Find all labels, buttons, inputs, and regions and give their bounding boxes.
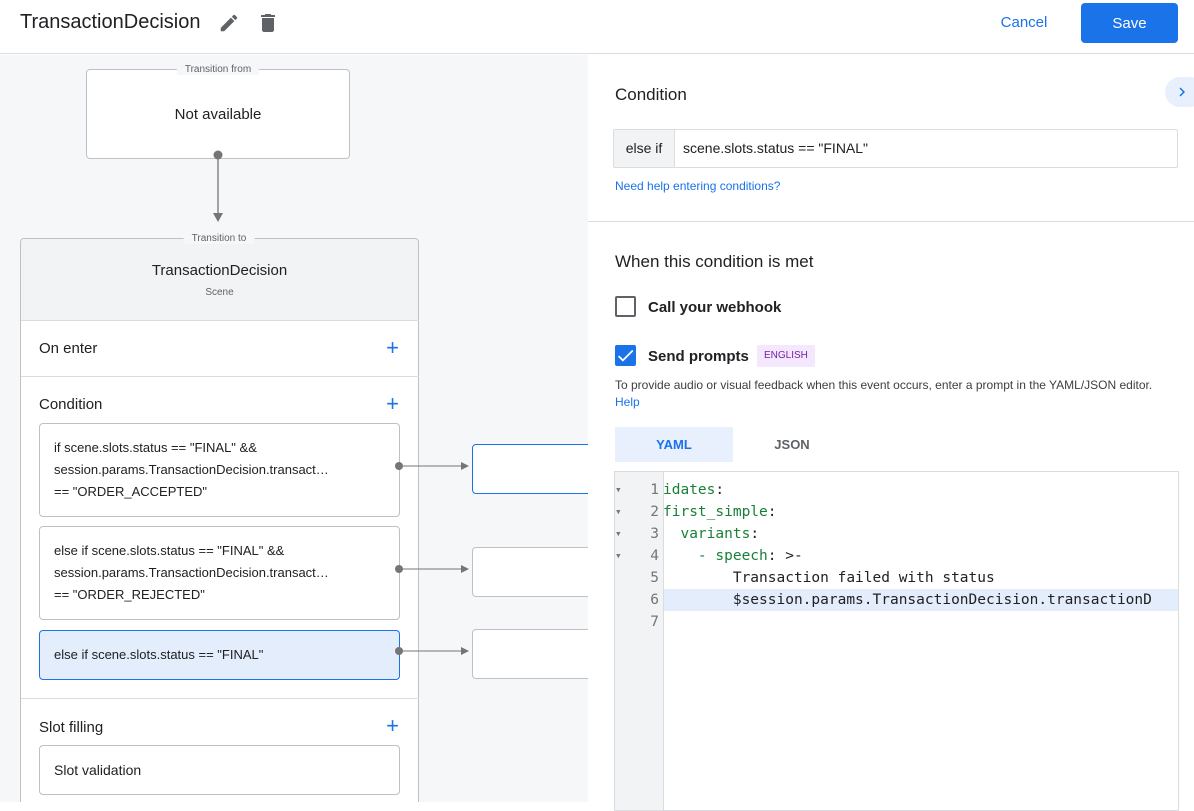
header: TransactionDecision Cancel Save [0, 0, 1194, 54]
line-number: 4 [650, 548, 659, 564]
condition-label: Condition [39, 396, 103, 413]
code-line: ▾ 3 variants: [615, 523, 1178, 545]
add-on-enter-icon[interactable]: + [386, 335, 399, 360]
fold-arrow-icon[interactable]: ▾ [615, 505, 622, 518]
prompt-description: To provide audio or visual feedback when… [615, 377, 1175, 411]
code-punct: : [767, 504, 777, 520]
trash-icon[interactable] [256, 11, 280, 35]
transition-arrow [213, 150, 223, 222]
code-punct: : [750, 526, 760, 542]
help-inline-link[interactable]: Help [615, 395, 640, 409]
condition-line: else if scene.slots.status == "FINAL" && [54, 543, 285, 558]
condition-panel: Condition else if scene.slots.status == … [588, 55, 1194, 811]
tab-yaml[interactable]: YAML [615, 427, 733, 462]
flow-canvas[interactable]: Not available Transition from Transactio… [0, 55, 588, 802]
condition-connectors [395, 462, 469, 655]
add-slot-icon[interactable]: + [386, 713, 399, 738]
line-number: 1 [650, 482, 659, 498]
line-number: 5 [650, 570, 659, 586]
transition-from-legend: Transition from [176, 64, 260, 75]
condition-prefix: else if [614, 130, 675, 167]
collapse-panel-button[interactable] [1165, 77, 1194, 107]
active-line-highlight [664, 589, 1178, 611]
condition-target-2[interactable] [472, 547, 588, 597]
save-button[interactable]: Save [1081, 3, 1178, 43]
condition-target-1[interactable] [472, 444, 588, 494]
condition-line: else if scene.slots.status == "FINAL" [54, 647, 264, 662]
scene-name: TransactionDecision [151, 262, 288, 279]
chevron-right-icon [1179, 87, 1185, 97]
condition-target-3[interactable] [472, 629, 588, 679]
cancel-button[interactable]: Cancel [984, 4, 1064, 40]
fold-arrow-icon[interactable]: ▾ [615, 527, 622, 540]
description-text: To provide audio or visual feedback when… [615, 378, 1153, 392]
code-line: ▾ 4 - speech: >- [615, 545, 1178, 567]
scene-header[interactable]: TransactionDecision Scene [21, 239, 418, 320]
condition-item-3-selected[interactable]: else if scene.slots.status == "FINAL" [39, 630, 400, 680]
line-number: 2 [650, 504, 659, 520]
check-icon [617, 349, 634, 362]
condition-line: session.params.TransactionDecision.trans… [54, 565, 329, 580]
condition-input[interactable]: else if scene.slots.status == "FINAL" [613, 129, 1178, 168]
prompts-checkbox[interactable] [615, 345, 636, 366]
fold-arrow-icon[interactable]: ▾ [615, 549, 622, 562]
slot-filling-section: Slot filling + Slot validation [21, 698, 419, 802]
condition-section: Condition + if scene.slots.status == "FI… [21, 376, 419, 698]
slot-filling-label: Slot filling [39, 719, 104, 736]
code-punct: : >- [767, 548, 803, 564]
condition-value: scene.slots.status == "FINAL" [683, 140, 869, 156]
condition-item-2[interactable]: else if scene.slots.status == "FINAL" &&… [39, 526, 400, 620]
webhook-label: Call your webhook [648, 299, 782, 316]
code-text: Transaction failed with status [663, 570, 995, 586]
add-condition-icon[interactable]: + [386, 391, 399, 416]
editor-gutter [615, 472, 664, 810]
transition-from-box: Not available [86, 69, 350, 159]
slot-validation-item[interactable]: Slot validation [39, 745, 400, 795]
divider [588, 221, 1194, 222]
on-enter-label: On enter [39, 340, 98, 357]
help-link[interactable]: Need help entering conditions? [615, 179, 781, 193]
webhook-checkbox[interactable] [615, 296, 636, 317]
code-text: variants [663, 526, 751, 542]
prompts-label: Send prompts [648, 348, 749, 365]
met-title: When this condition is met [615, 252, 814, 271]
condition-line: if scene.slots.status == "FINAL" && [54, 440, 257, 455]
tab-json[interactable]: JSON [774, 437, 810, 452]
code-line: 7 [615, 611, 1178, 633]
fold-arrow-icon[interactable]: ▾ [615, 483, 622, 496]
code-text: $session.params.TransactionDecision.tran… [663, 592, 1152, 608]
code-punct: : [715, 482, 725, 498]
code-line: 5 Transaction failed with status [615, 567, 1178, 589]
code-line: 6 $session.params.TransactionDecision.tr… [615, 589, 1178, 611]
code-text: first_simple [663, 504, 768, 520]
on-enter-section: On enter + [21, 320, 419, 376]
transition-from-value: Not available [174, 106, 262, 123]
line-number: 3 [650, 526, 659, 542]
scene-type: Scene [205, 287, 234, 298]
condition-line: == "ORDER_ACCEPTED" [54, 484, 207, 499]
language-badge: ENGLISH [757, 345, 815, 367]
page-title: TransactionDecision [20, 11, 201, 33]
condition-line: == "ORDER_REJECTED" [54, 587, 205, 602]
code-text: - speech [663, 548, 768, 564]
pencil-icon[interactable] [218, 12, 240, 34]
condition-line: session.params.TransactionDecision.trans… [54, 462, 329, 477]
code-text: idates [663, 482, 716, 498]
scene-box: TransactionDecision Scene On enter + Con… [20, 238, 419, 802]
transition-to-legend: Transition to [183, 233, 255, 244]
condition-title: Condition [615, 85, 687, 104]
condition-item-1[interactable]: if scene.slots.status == "FINAL" && sess… [39, 423, 400, 517]
line-number: 6 [650, 592, 659, 608]
line-number: 7 [650, 614, 659, 630]
